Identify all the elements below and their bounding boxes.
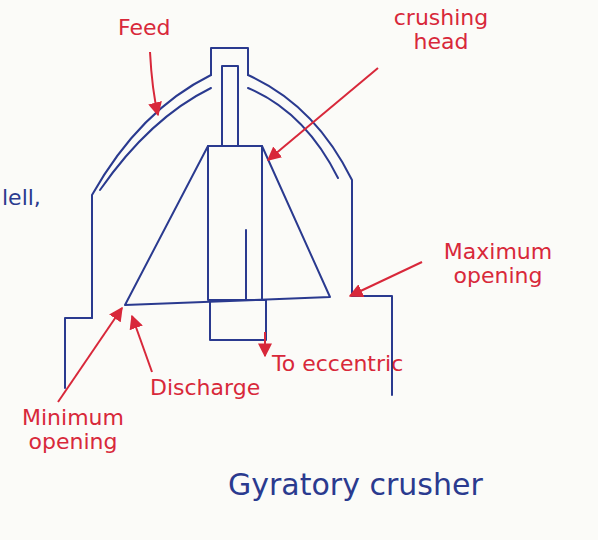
dimension-label: Minimum opening [8,406,138,454]
base-right [352,296,392,395]
maximum-opening-arrow [350,262,422,296]
discharge-arrow [132,316,152,372]
eccentric-arrow [264,332,266,356]
eccentric-block [210,300,266,340]
spindle [208,146,262,300]
flow-label: Discharge [150,376,260,400]
connection-label: To eccentric [272,352,403,376]
part-label: crushing head [386,6,496,54]
minimum-opening-arrow [58,308,122,402]
shell-left [92,75,211,318]
crushing-head-cone [125,146,330,305]
crushing-head-arrow [268,68,378,160]
shaft [222,66,238,146]
part-label: lell, [2,186,41,210]
feed-arrow [150,52,158,115]
base-left [65,318,92,388]
shell-right [248,75,352,296]
caption: Gyratory crusher [228,468,483,501]
spindle-line [245,230,247,300]
top-cap [211,48,248,75]
dimension-label: Maximum opening [428,240,568,288]
feed-label: Feed [118,16,171,40]
